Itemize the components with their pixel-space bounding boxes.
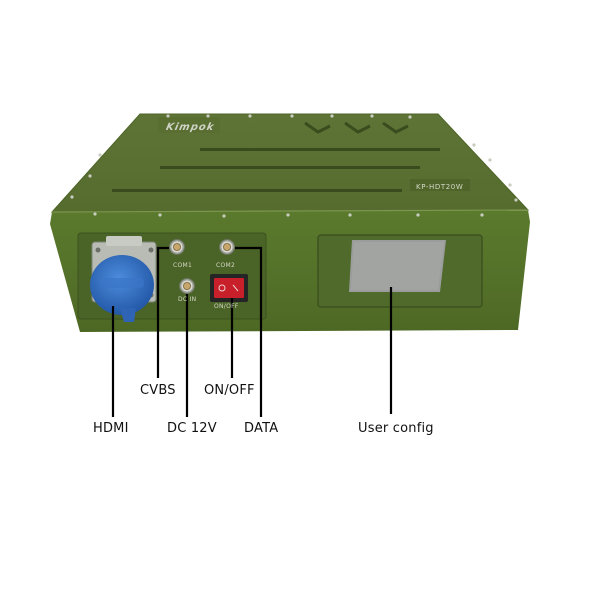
com2-connector [220, 240, 234, 254]
power-switch-rocker [214, 278, 244, 298]
com1-port-label: COM1 [173, 262, 193, 269]
brand-logo: Kimpok [164, 122, 216, 133]
on-off-port-label: ON/OFF [214, 303, 239, 310]
callout-hdmi: HDMI [93, 421, 129, 436]
dc-in-connector [180, 279, 194, 293]
callout-cvbs: CVBS [140, 383, 176, 398]
callout-on-off: ON/OFF [204, 383, 255, 398]
model-number: KP-HDT20W [416, 183, 464, 191]
callout-dc-12v: DC 12V [167, 421, 217, 436]
callout-user-config: User config [358, 421, 434, 436]
callout-data: DATA [244, 421, 279, 436]
device-top [50, 113, 530, 213]
dc-in-port-label: DC IN [178, 296, 197, 303]
com2-port-label: COM2 [216, 262, 236, 269]
com1-connector [170, 240, 184, 254]
